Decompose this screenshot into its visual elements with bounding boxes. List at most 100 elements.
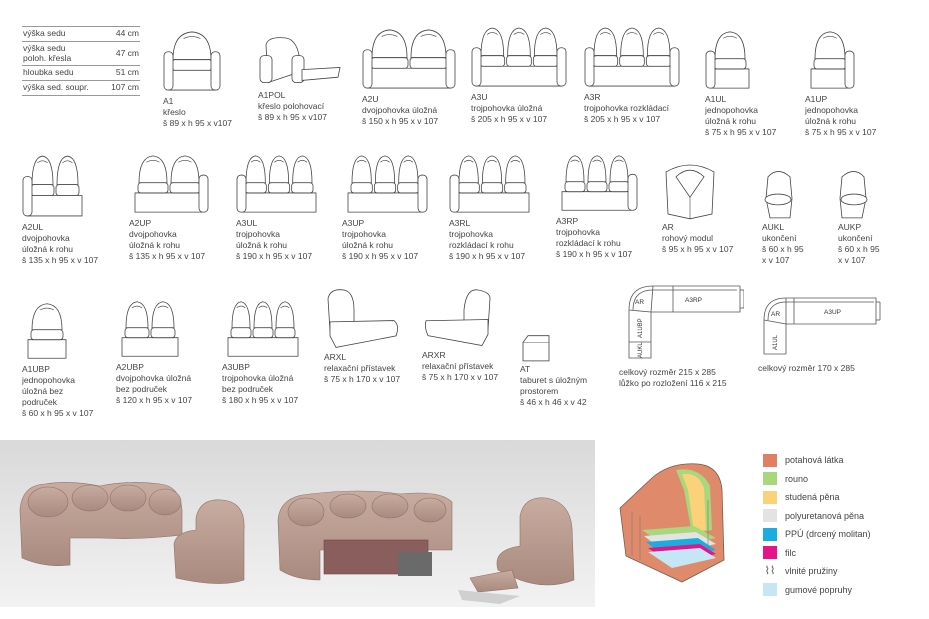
item-dimensions: š 205 x h 95 x v 107 — [584, 114, 661, 124]
item-caption: AR rohový modul š 95 x h 95 x v 107 — [662, 222, 733, 255]
legend-label: polyuretanová pěna — [785, 510, 865, 521]
furniture-drawing — [705, 31, 750, 89]
cushion-cutaway-image — [619, 463, 725, 583]
furniture-drawing — [227, 301, 299, 357]
item-dimensions: š 60 x h 95 x v 107 — [22, 408, 94, 418]
product-photos-image — [19, 482, 575, 604]
catalog-item-a1pol: A1POL křeslo polohovací š 89 x h 95 x v1… — [258, 34, 344, 123]
item-dimensions: š 60 x h 95 x v 107 — [838, 244, 880, 265]
legend-swatch — [763, 472, 777, 486]
item-dimensions: š 150 x h 95 x v 107 — [362, 116, 439, 126]
legend-item-fleece: rouno — [763, 470, 871, 489]
item-description: rohový modul — [662, 233, 714, 243]
spec-value: 51 cm — [103, 65, 140, 81]
item-description: jednopohovka úložná k rohu — [805, 105, 858, 126]
legend-item-felt: filc — [763, 544, 871, 563]
catalog-item-a3rp: A3RP trojpohovka rozkládací k rohu š 190… — [556, 152, 638, 260]
item-code: AUKP — [838, 222, 862, 232]
furniture-drawing — [22, 155, 83, 217]
item-caption: ARXL relaxační přístavek š 75 x h 170 x … — [324, 352, 400, 385]
furniture-drawing — [327, 289, 398, 348]
legend-label: potahová látka — [785, 455, 844, 466]
furniture-drawing — [810, 31, 855, 89]
item-dimensions: š 135 x h 95 x v 107 — [22, 255, 99, 265]
spec-value: 47 cm — [103, 40, 140, 66]
catalog-item-aukl: AUKL ukončení š 60 x h 95 x v 107 — [762, 166, 804, 266]
legend-swatch — [763, 453, 777, 467]
legend-label: gumové popruhy — [785, 584, 853, 595]
legend-item-wave-springs: ⌇⌇ vlnité pružiny — [763, 562, 871, 581]
item-code: AUKL — [762, 222, 785, 232]
item-description: trojpohovka úložná k rohu — [236, 229, 288, 250]
item-dimensions: š 46 x h 46 x v 42 — [520, 397, 587, 407]
item-caption: AUKP ukončení š 60 x h 95 x v 107 — [838, 222, 880, 266]
spec-label: výška sedu — [22, 26, 104, 42]
item-dimensions: š 60 x h 95 x v 107 — [762, 244, 804, 265]
item-caption: A1UBP jednopohovka úložná bez područek š… — [22, 364, 93, 419]
catalog-item-a2up: A2UP dvojpohovka úložná k rohu š 135 x h… — [129, 152, 209, 262]
item-code: A2U — [362, 94, 379, 104]
legend-item-crushed-foam: PPÚ (drcený molitan) — [763, 525, 871, 544]
item-dimensions: š 89 x h 95 x v107 — [258, 112, 327, 122]
legend-label: PPÚ (drcený molitan) — [785, 529, 871, 540]
catalog-item-a3rl: A3RL trojpohovka rozkládací k rohu š 190… — [449, 152, 535, 262]
item-code: ARXR — [422, 350, 446, 360]
item-caption: A2U dvojpohovka úložná š 150 x h 95 x v … — [362, 94, 456, 127]
furniture-drawing — [584, 27, 680, 87]
plan-label-a1ubp: A1UBP — [638, 318, 644, 338]
item-caption: A3UP trojpohovka úložná k rohu š 190 x h… — [342, 218, 428, 262]
catalog-item-a2ubp: A2UBP dvojpohovka úložná bez područek š … — [116, 298, 192, 406]
catalog-item-a1up: A1UP jednopohovka úložná k rohu š 75 x h… — [805, 28, 876, 138]
item-code: A1 — [163, 96, 174, 106]
spring-icon: ⌇⌇ — [764, 564, 776, 577]
catalog-item-a1ul: A1UL jednopohovka úložná k rohu š 75 x h… — [705, 28, 776, 138]
catalog-item-a1ubp: A1UBP jednopohovka úložná bez područek š… — [22, 300, 93, 419]
item-description: trojpohovka rozkládací k rohu — [449, 229, 514, 250]
item-description: taburet s úložným prostorem — [520, 375, 588, 396]
item-caption: A3UBP trojpohovka úložná bez područek š … — [222, 362, 304, 406]
plan-label-a1ul: A1UL — [773, 334, 779, 350]
spec-label: výška sed. soupr. — [22, 80, 104, 96]
spec-label: výška sedu poloh. křesla — [22, 40, 104, 66]
furniture-drawing — [134, 155, 209, 213]
furniture-drawing — [27, 303, 67, 359]
plan-caption-1: celkový rozměr 215 x 285 lůžko po rozlož… — [619, 367, 727, 388]
plan-label-ar: AR — [635, 299, 644, 306]
spec-row: výška sed. soupr.107 cm — [22, 80, 140, 96]
spec-label: hloubka sedu — [22, 65, 104, 81]
catalog-item-arxr: ARXR relaxační přístavek š 75 x h 170 x … — [422, 286, 498, 383]
furniture-drawing — [561, 155, 638, 211]
item-code: A3U — [471, 92, 488, 102]
legend-label: vlnité pružiny — [785, 566, 838, 577]
spec-value: 107 cm — [103, 80, 140, 96]
furniture-drawing — [449, 155, 530, 213]
item-caption: A3UL trojpohovka úložná k rohu š 190 x h… — [236, 218, 322, 262]
furniture-drawing — [839, 171, 868, 219]
item-code: A3UBP — [222, 362, 250, 372]
catalog-item-arxl: ARXL relaxační přístavek š 75 x h 170 x … — [324, 286, 400, 385]
item-code: A1POL — [258, 90, 286, 100]
spec-value: 44 cm — [103, 26, 140, 42]
furniture-drawing — [764, 171, 793, 219]
item-dimensions: š 95 x h 95 x v 107 — [662, 244, 734, 254]
furniture-drawing — [347, 155, 428, 213]
furniture-drawing — [522, 335, 550, 362]
item-description: křeslo polohovací — [258, 101, 325, 111]
furniture-drawing — [424, 289, 491, 346]
item-caption: A2UBP dvojpohovka úložná bez područek š … — [116, 362, 192, 406]
catalog-item-ar: AR rohový modul š 95 x h 95 x v 107 — [662, 160, 733, 255]
legend-item-rubber-straps: gumové popruhy — [763, 581, 871, 600]
item-caption: A3R trojpohovka rozkládací š 205 x h 95 … — [584, 92, 680, 125]
item-dimensions: š 190 x h 95 x v 107 — [342, 251, 419, 261]
catalog-item-a3up: A3UP trojpohovka úložná k rohu š 190 x h… — [342, 152, 428, 262]
product-photo-strip — [0, 440, 595, 607]
catalog-item-a3u: A3U trojpohovka úložná š 205 x h 95 x v … — [471, 24, 567, 125]
item-code: AR — [662, 222, 674, 232]
item-dimensions: š 190 x h 95 x v 107 — [236, 251, 313, 261]
item-code: A3RP — [556, 216, 579, 226]
item-dimensions: š 135 x h 95 x v 107 — [129, 251, 206, 261]
item-description: dvojpohovka úložná bez područek — [116, 373, 192, 394]
